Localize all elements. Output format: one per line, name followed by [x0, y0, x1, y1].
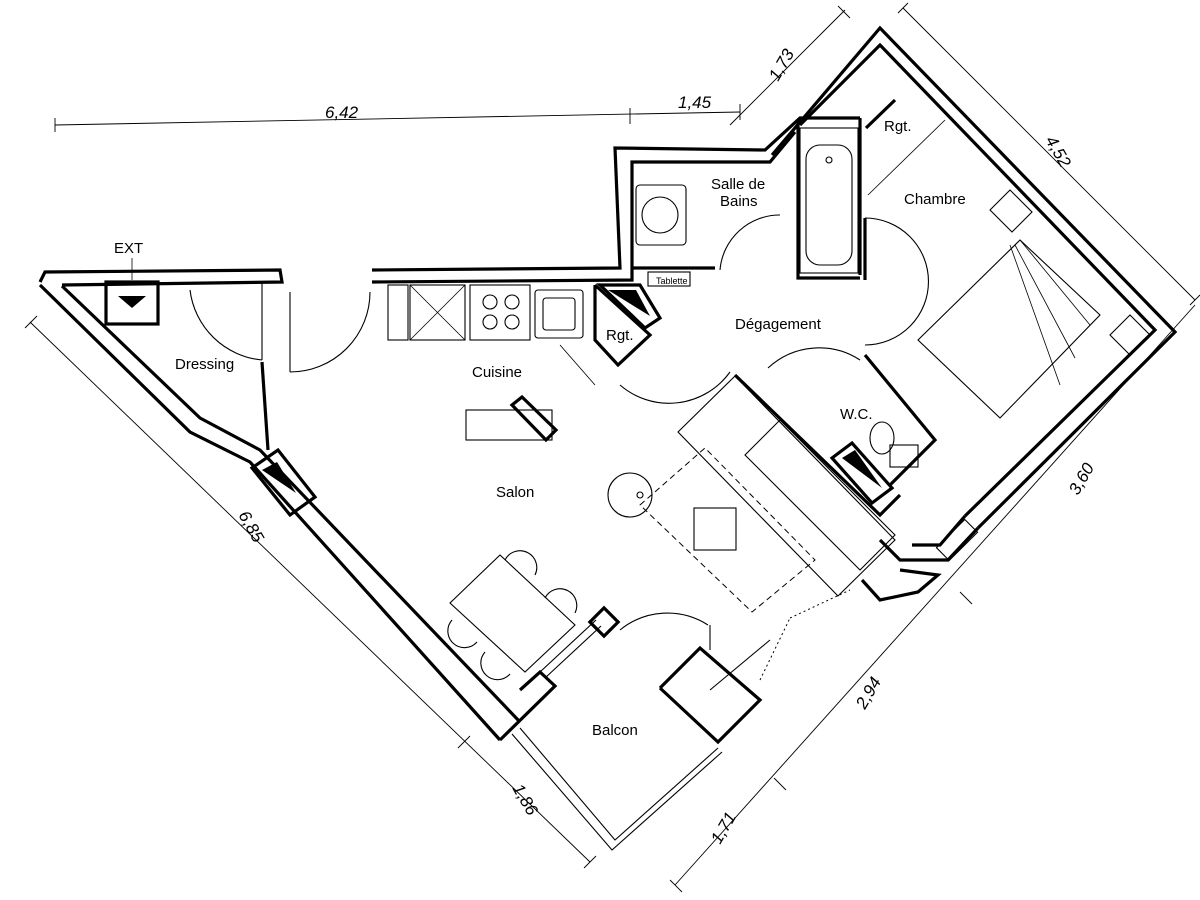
room-labels: EXT Dressing Cuisine Rgt. Salle de Bains… [114, 118, 966, 739]
dim-top-right: 1,73 [765, 45, 798, 84]
partitions [260, 98, 938, 518]
label-dressing: Dressing [175, 356, 234, 373]
label-degagement: Dégagement [735, 316, 822, 333]
balcony [511, 619, 771, 851]
label-chambre: Chambre [904, 191, 966, 208]
dimension-labels: 6,42 1,45 1,73 4,52 3,60 6,85 1,86 2,94 … [235, 45, 1099, 847]
dim-top-mid: 1,45 [678, 93, 712, 112]
label-balcon: Balcon [592, 722, 638, 739]
label-rgt-kitchen: Rgt. [606, 327, 634, 344]
dim-bottom-left: 1,86 [509, 781, 542, 820]
salon-furniture [447, 375, 896, 681]
label-cuisine: Cuisine [472, 364, 522, 381]
dim-right-lower: 3,60 [1065, 459, 1098, 498]
dim-bottom-mid: 2,94 [852, 674, 886, 713]
label-tablette: Tablette [656, 276, 688, 286]
dim-bottom-right: 1,71 [707, 809, 740, 847]
walls [38, 25, 1178, 745]
dim-top-left: 6,42 [325, 103, 359, 122]
bathroom-fixtures [635, 127, 859, 287]
label-salon: Salon [496, 484, 534, 501]
bedroom-furniture [867, 119, 1151, 562]
label-ext: EXT [114, 240, 143, 257]
label-rgt-bedroom: Rgt. [884, 118, 912, 135]
label-salle-de-bains-1: Salle de [711, 176, 765, 193]
dim-left: 6,85 [235, 508, 268, 547]
label-salle-de-bains-2: Bains [720, 193, 758, 210]
dimension-lines [24, 2, 1200, 893]
wc-fixtures [869, 421, 919, 468]
ext-shaft [104, 280, 160, 326]
shafts [104, 280, 895, 518]
label-wc: W.C. [840, 406, 873, 423]
kitchen-fixtures [387, 284, 596, 441]
